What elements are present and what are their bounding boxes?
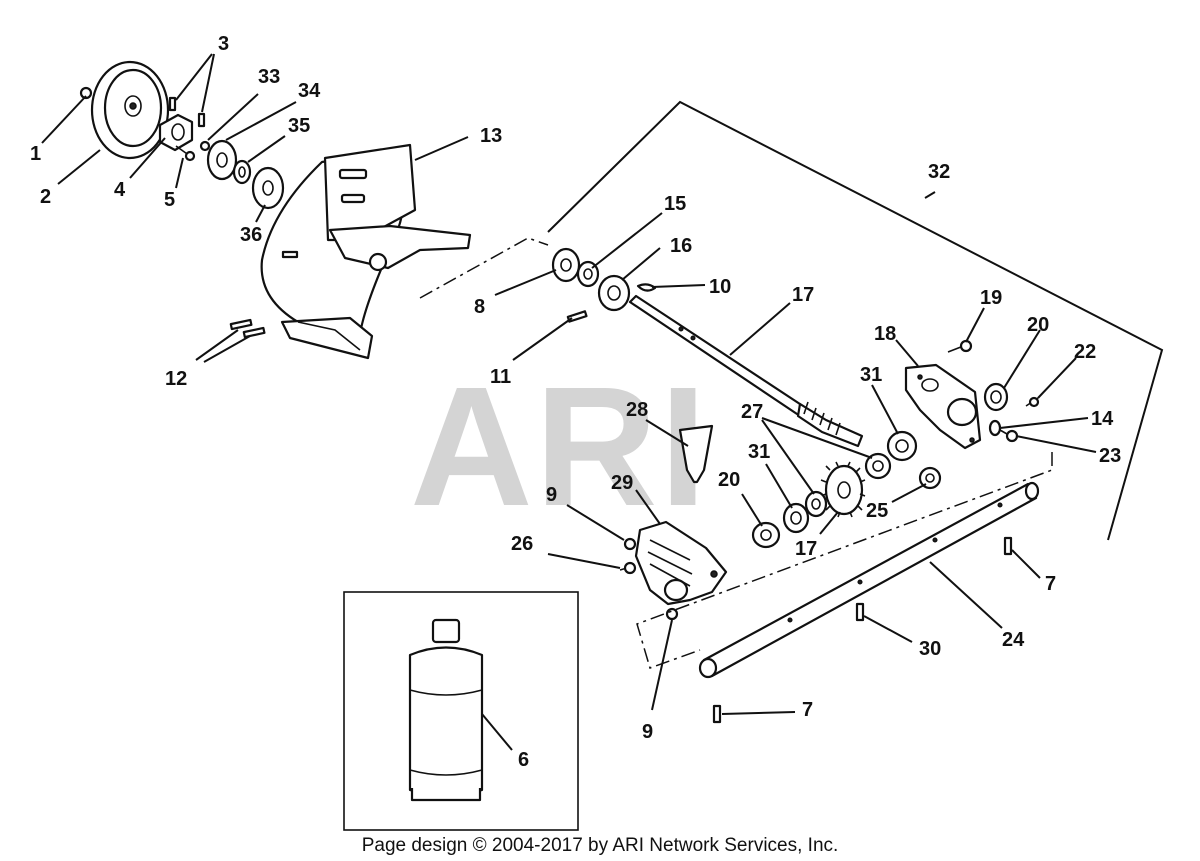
bolt-23 xyxy=(999,429,1019,443)
callout-2: 2 xyxy=(40,186,51,208)
bearing xyxy=(232,159,252,185)
bushing-31-left xyxy=(782,502,810,534)
impeller-housing xyxy=(260,143,472,360)
callout-29: 29 xyxy=(611,472,633,494)
assembly-bracket-32 xyxy=(547,100,1164,541)
callout-7-lower: 7 xyxy=(802,699,813,721)
callout-26: 26 xyxy=(511,533,533,555)
callout-30: 30 xyxy=(919,638,941,660)
nut-9 xyxy=(623,537,637,551)
callout-12: 12 xyxy=(165,368,187,390)
callout-14: 14 xyxy=(1091,408,1114,430)
bearing-flange xyxy=(206,139,238,181)
callout-11: 11 xyxy=(490,366,511,388)
shear-pin-7-lower xyxy=(712,704,722,724)
callout-3: 3 xyxy=(218,33,229,55)
callout-15: 15 xyxy=(664,193,686,215)
watermark: ARI xyxy=(410,352,709,542)
bolt-19 xyxy=(947,339,973,353)
callout-13: 13 xyxy=(480,125,502,147)
callout-31-left: 31 xyxy=(748,441,770,463)
callout-32: 32 xyxy=(928,161,950,183)
worm-shaft xyxy=(628,294,864,448)
pin-30 xyxy=(855,602,865,622)
leader-lines xyxy=(41,53,1097,751)
callout-9-lower: 9 xyxy=(642,721,653,743)
washer xyxy=(199,140,211,152)
callout-35: 35 xyxy=(288,115,310,137)
oil-bottle xyxy=(408,618,484,802)
callout-33: 33 xyxy=(258,66,280,88)
bushing-25 xyxy=(918,466,942,490)
callout-7: 7 xyxy=(1045,573,1056,595)
callout-34: 34 xyxy=(298,80,321,102)
callout-8: 8 xyxy=(474,296,485,318)
callout-4: 4 xyxy=(114,179,126,201)
bearing-flange-36 xyxy=(251,166,285,210)
callout-18: 18 xyxy=(874,323,896,345)
hub xyxy=(158,113,194,152)
collar-16 xyxy=(597,274,631,312)
callout-16: 16 xyxy=(670,235,692,257)
callout-9: 9 xyxy=(546,484,557,506)
shear-pin-7 xyxy=(1003,536,1013,556)
bolt-5 xyxy=(175,145,196,162)
gear-housing-left xyxy=(634,520,728,606)
pulley xyxy=(90,60,170,160)
oil-box xyxy=(343,591,579,831)
woodruff-key xyxy=(636,283,657,292)
callout-10: 10 xyxy=(709,276,731,298)
callout-24: 24 xyxy=(1002,629,1025,651)
nut-9-lower xyxy=(665,607,679,621)
bearing-20-left xyxy=(751,521,781,549)
callout-1: 1 xyxy=(30,143,41,165)
callout-22: 22 xyxy=(1074,341,1096,363)
bolt-26 xyxy=(619,561,637,575)
callout-27: 27 xyxy=(741,401,763,423)
thrust-washer xyxy=(864,452,892,480)
grease-tube xyxy=(678,424,714,484)
callout-17: 17 xyxy=(792,284,814,306)
callout-labels: 1 2 3 4 5 6 7 7 8 9 9 10 11 12 13 14 15 … xyxy=(30,33,1121,771)
bolt-1 xyxy=(79,86,93,100)
callout-31: 31 xyxy=(860,364,882,386)
bearing-20 xyxy=(983,382,1009,412)
callout-17-gear: 17 xyxy=(795,538,817,560)
callout-6: 6 xyxy=(518,749,529,771)
thrust-washer-left xyxy=(804,490,828,518)
copyright-footer: Page design © 2004-2017 by ARI Network S… xyxy=(362,835,839,856)
gear-housing-right xyxy=(904,363,982,450)
callout-28: 28 xyxy=(626,399,648,421)
callout-5: 5 xyxy=(164,189,175,211)
washer-14 xyxy=(988,419,1002,437)
set-screw xyxy=(197,112,206,128)
bushing-31 xyxy=(886,430,918,462)
callout-36: 36 xyxy=(240,224,262,246)
set-screw xyxy=(168,96,177,112)
callout-23: 23 xyxy=(1099,445,1121,467)
bearing-8 xyxy=(551,247,581,283)
roll-pins xyxy=(229,318,266,339)
callout-19: 19 xyxy=(980,287,1002,309)
callout-20: 20 xyxy=(1027,314,1049,336)
auger-shaft xyxy=(698,481,1040,679)
gear xyxy=(820,461,866,518)
callout-25: 25 xyxy=(866,500,888,522)
callout-20-left: 20 xyxy=(718,469,740,491)
bolt-22 xyxy=(1025,396,1040,408)
